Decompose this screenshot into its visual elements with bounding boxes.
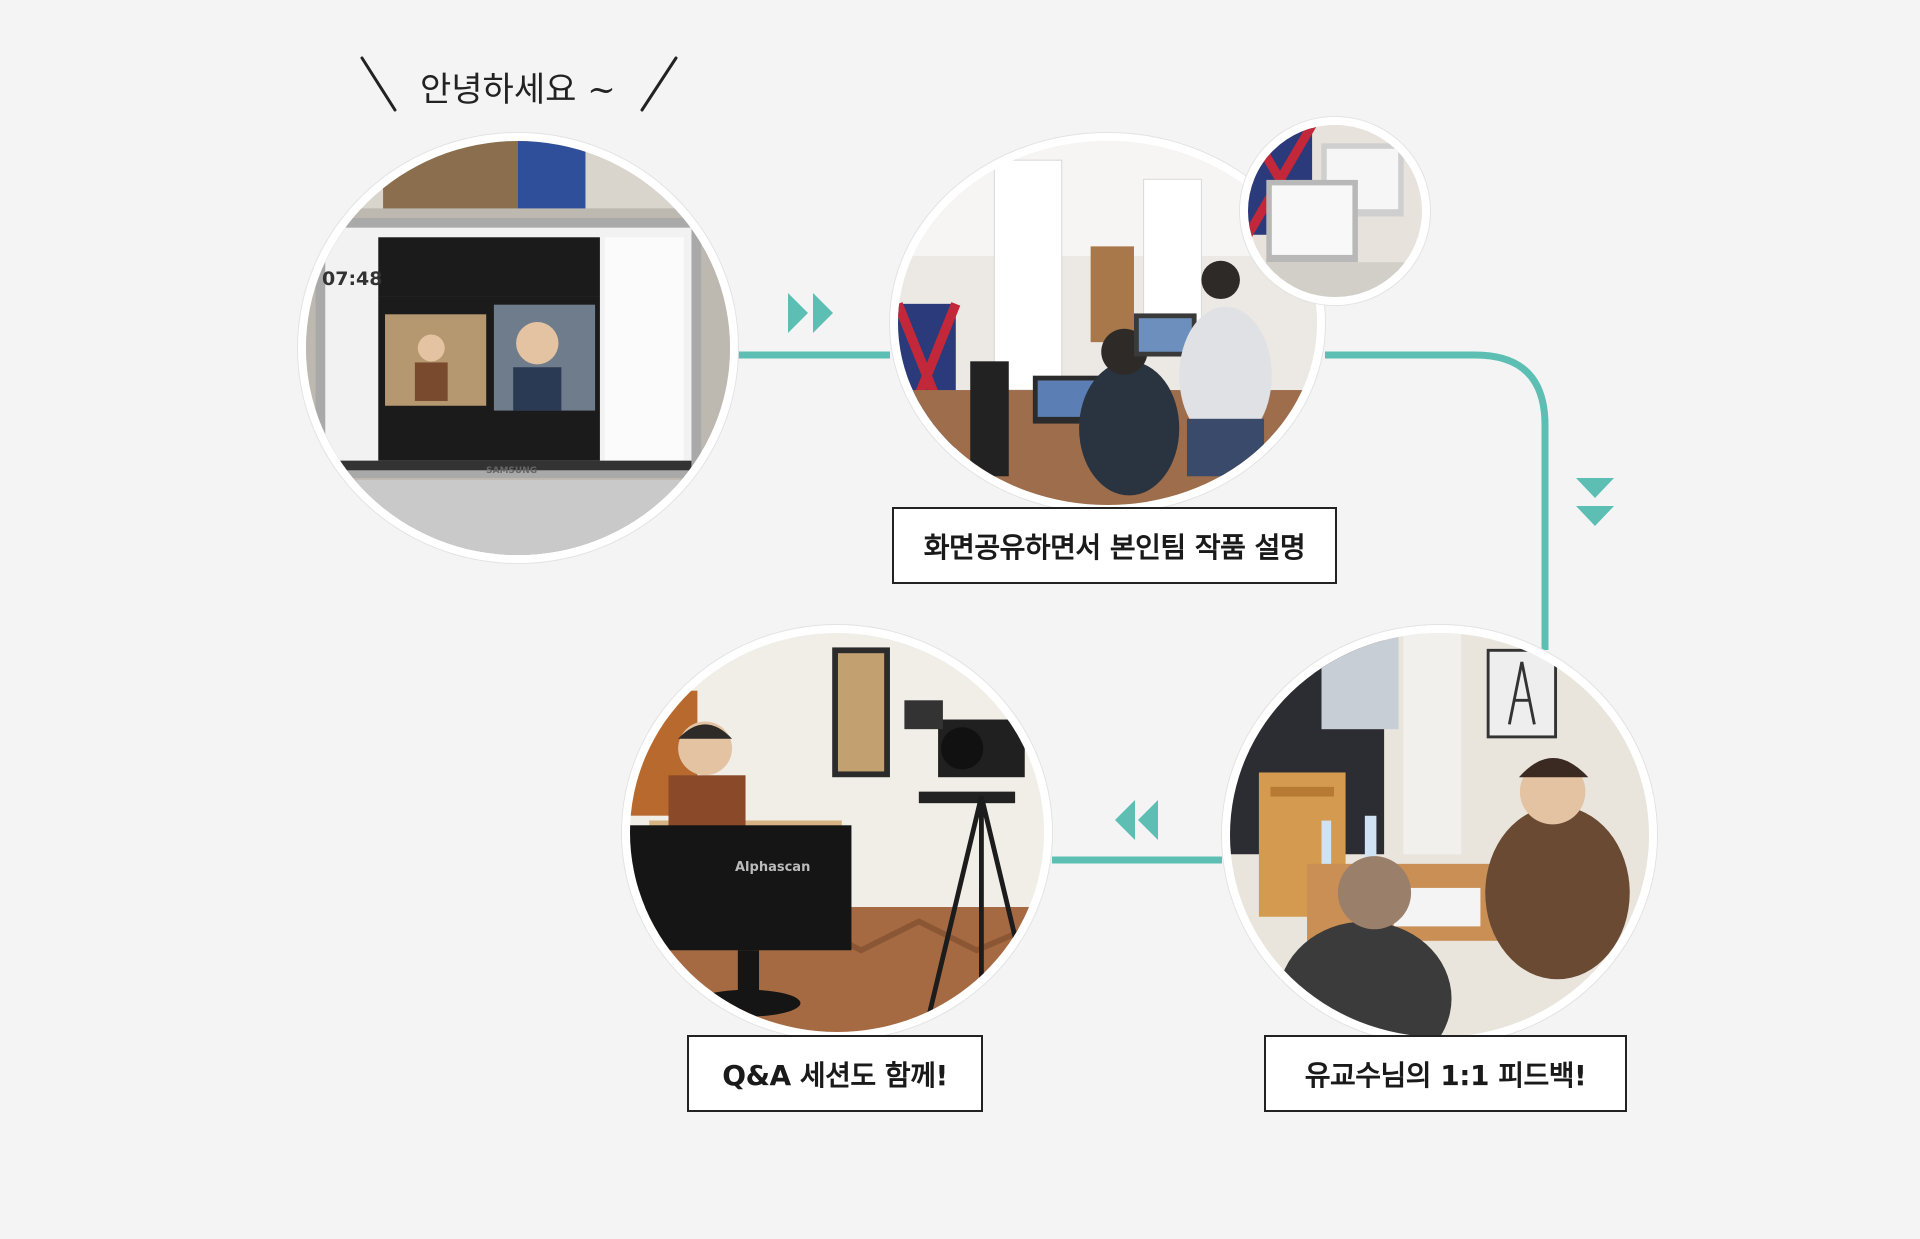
greeting-stroke-right xyxy=(640,56,678,112)
photo-feedback xyxy=(1222,625,1657,1045)
double-chevron-left-icon xyxy=(1115,800,1158,840)
double-chevron-right-icon xyxy=(788,293,833,333)
laptop-brand-label: SAMSUNG xyxy=(486,466,538,476)
caption-qna: Q&A 세션도 함께! xyxy=(687,1035,983,1112)
monitor-brand-label: Alphascan xyxy=(735,860,811,875)
photo-laptops-inset xyxy=(1240,117,1430,305)
connector-2-3 xyxy=(1325,351,1549,650)
caption-feedback: 유교수님의 1:1 피드백! xyxy=(1264,1035,1627,1112)
double-chevron-down-icon xyxy=(1576,478,1614,526)
caption-screen-share: 화면공유하면서 본인팀 작품 설명 xyxy=(892,507,1337,584)
photo-qna xyxy=(622,625,1052,1040)
greeting-stroke-left xyxy=(360,56,397,112)
photo-video-call xyxy=(298,133,738,563)
greeting-text: 안녕하세요 ~ xyxy=(420,70,616,110)
timer-readout: 07:48 xyxy=(322,268,383,290)
